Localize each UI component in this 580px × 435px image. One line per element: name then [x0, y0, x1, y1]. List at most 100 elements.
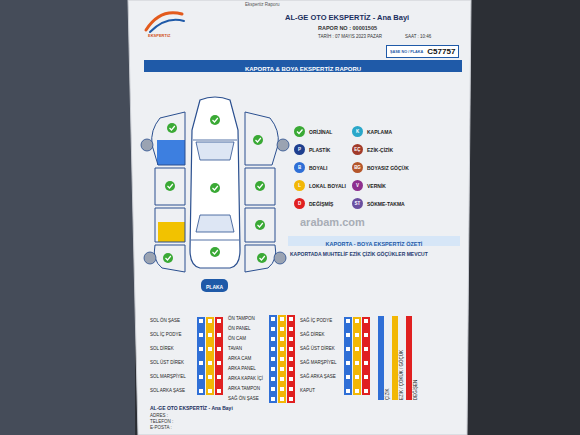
ok-check-circle — [165, 181, 175, 191]
checklist-column — [362, 317, 370, 395]
checkbox — [355, 333, 359, 337]
header-band: KAPORTA & BOYA EKSPERTİZ RAPORU — [144, 60, 462, 72]
checkbox — [289, 377, 293, 381]
checkbox — [271, 367, 275, 371]
checklist-item: SOL ARKA ŞASE — [150, 388, 185, 394]
checklist-item: TAVAN — [228, 346, 242, 352]
footer-line: ADRES : — [150, 413, 168, 418]
ok-check-tick — [166, 256, 171, 260]
legend-item: LOKAL BOYALI — [294, 180, 346, 191]
checklist-item: ARKA PANEL — [228, 366, 256, 372]
legend-text: KAPLAMA — [367, 129, 392, 135]
checklist-column — [215, 317, 223, 395]
car-body — [190, 97, 240, 268]
checkbox — [271, 397, 275, 401]
background-left — [0, 0, 135, 435]
body-panel — [155, 168, 185, 205]
checkbox — [271, 387, 275, 391]
checkbox — [289, 327, 293, 331]
report-number: RAPOR NO : 00001505 — [318, 25, 377, 31]
legend-letter: BG — [352, 162, 363, 173]
checkbox — [271, 347, 275, 351]
key-label: EZİK / ÇÖKÜK / GÖÇÜK — [399, 350, 405, 400]
plate-pill: PLAKA — [201, 279, 228, 292]
checkbox — [280, 327, 284, 331]
summary-note: KAPORTADA MUHTELİF EZİK ÇİZİK GÖÇÜKLER M… — [290, 252, 440, 258]
key-label: DEĞİŞEN — [413, 380, 419, 400]
checkbox — [199, 375, 203, 379]
legend-letter: D — [294, 198, 305, 209]
checklist-item: SAĞ ARKA ŞASE — [300, 374, 336, 380]
node-text: C57757 — [427, 47, 455, 56]
checklist-column — [206, 317, 214, 395]
watermark: arabam.com — [300, 216, 365, 229]
car-diagram — [141, 97, 289, 272]
logo-text: EKSPERTİZ — [148, 34, 170, 39]
ok-check-circle — [210, 115, 220, 125]
checkbox — [289, 367, 293, 371]
ok-check — [210, 115, 220, 125]
checkbox — [346, 375, 350, 379]
ok-check — [167, 123, 177, 133]
checkbox — [280, 367, 284, 371]
legend-letter: P — [294, 144, 305, 155]
legend-text: PLASTİK — [309, 147, 330, 153]
legend-letter: V — [352, 180, 363, 191]
ok-check-tick — [258, 184, 263, 188]
legend-letter: B — [294, 162, 305, 173]
legend-text: VERNİK — [367, 183, 386, 189]
ok-check-tick — [256, 138, 261, 142]
check-tick — [297, 130, 303, 134]
plate-box: ŞASE NO / PLAKAC57757 — [386, 45, 459, 58]
checklist-item: ARKA TAMPON — [228, 386, 260, 392]
checklist-item: SOL İÇ PODYE — [150, 332, 182, 338]
checklist-item: SAĞ ÖN ŞASE — [228, 396, 259, 402]
checkbox — [280, 337, 284, 341]
local-painted-area — [158, 222, 185, 242]
legend-text: LOKAL BOYALI — [309, 183, 346, 189]
checkbox — [289, 387, 293, 391]
checkbox — [346, 361, 350, 365]
ok-check-tick — [260, 256, 265, 260]
checklist-item: ÖN PANEL — [228, 326, 250, 332]
checkbox — [208, 319, 212, 323]
ok-check-circle — [210, 183, 220, 193]
checkbox — [346, 319, 350, 323]
checkbox — [280, 387, 284, 391]
ok-check-circle — [255, 181, 265, 191]
checkbox — [199, 361, 203, 365]
checkbox — [199, 319, 203, 323]
checkbox — [289, 357, 293, 361]
report-date: TARİH : 07 MAYIS 2023 PAZAR — [318, 34, 382, 39]
wheel — [144, 252, 156, 264]
ok-check-circle — [255, 220, 265, 230]
checkbox — [364, 319, 368, 323]
checklist-item: ARKA CAM — [228, 356, 251, 362]
node-text: KAPORTA & BOYA EKSPERTİZ RAPORU — [245, 63, 361, 75]
body-panel — [245, 245, 276, 272]
checkbox — [217, 319, 221, 323]
checkbox — [271, 317, 275, 321]
key-bar — [392, 316, 398, 400]
checkbox — [364, 375, 368, 379]
checklist-column — [269, 315, 277, 403]
ok-check-tick — [213, 186, 218, 190]
legend-letter: K — [352, 126, 363, 137]
checkbox — [199, 389, 203, 393]
checkbox — [355, 361, 359, 365]
checkbox — [208, 333, 212, 337]
ok-check — [255, 220, 265, 230]
checkbox — [346, 333, 350, 337]
wheel — [274, 252, 286, 264]
checkbox — [280, 377, 284, 381]
rear-window — [196, 215, 234, 232]
checkbox — [346, 389, 350, 393]
report-title: AL-GE OTO EKSPERTİZ - Ana Bayi — [285, 14, 409, 23]
checkbox — [217, 347, 221, 351]
legend-text: ORİJİNAL — [309, 129, 332, 135]
legend-item: ORİJİNAL — [294, 126, 332, 137]
checkbox — [346, 347, 350, 351]
ok-check-circle — [257, 253, 267, 263]
